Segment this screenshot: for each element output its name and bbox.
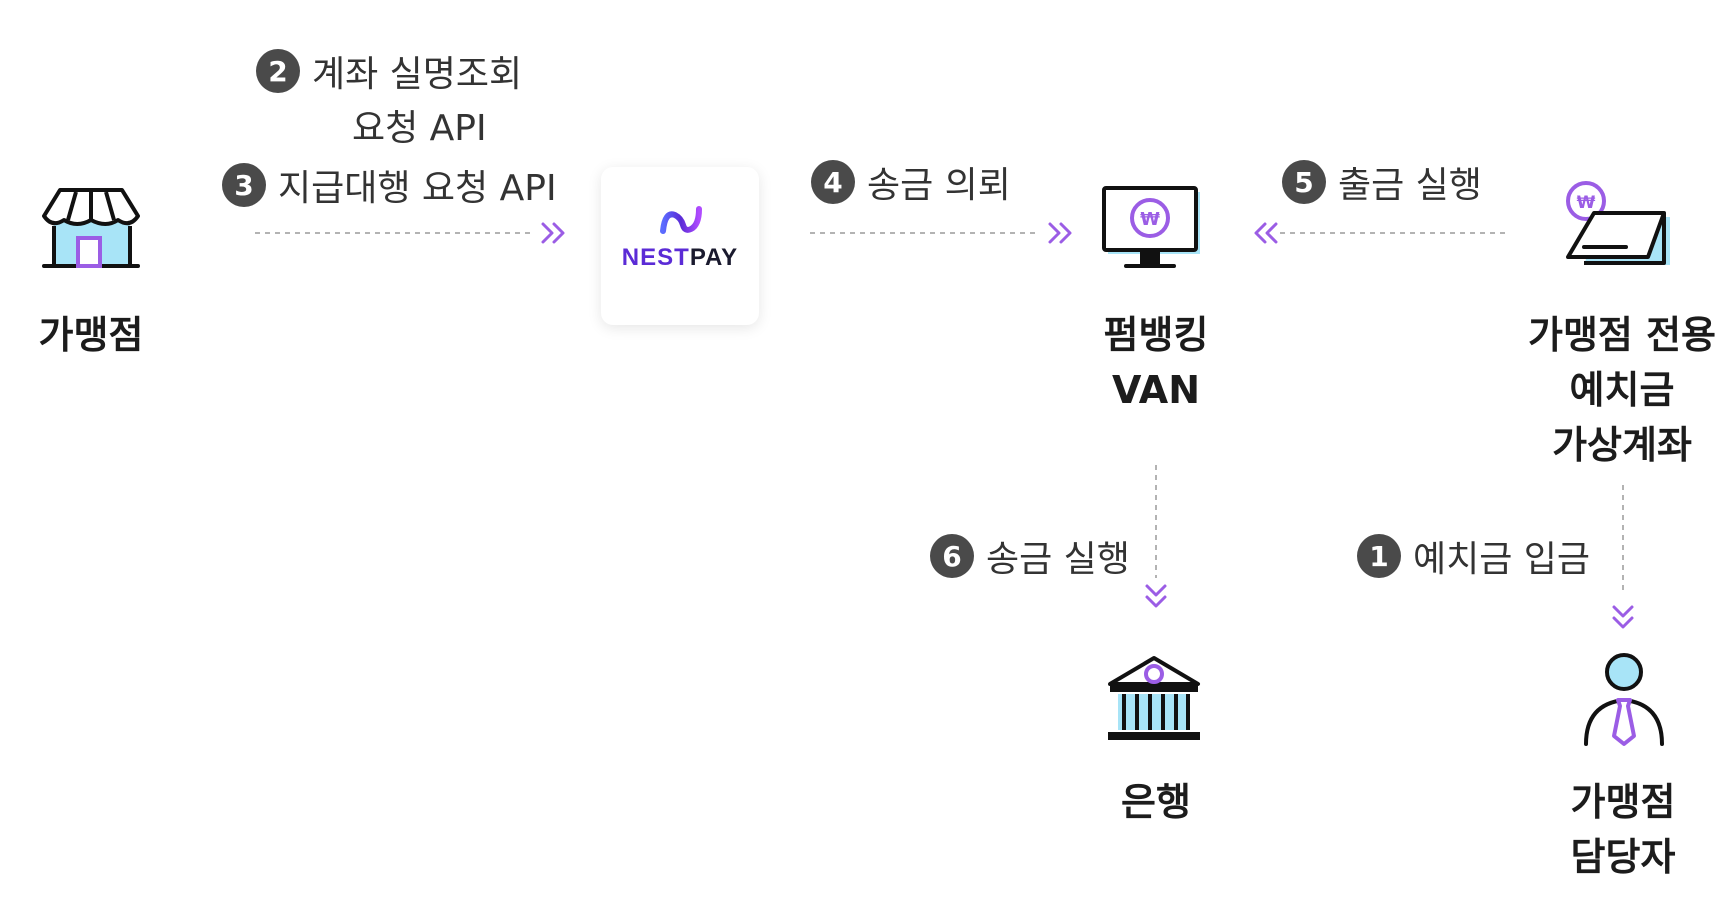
monitor-won-icon: ₩ xyxy=(1102,186,1200,268)
svg-text:₩: ₩ xyxy=(1577,193,1596,213)
bank-building-icon xyxy=(1108,656,1200,740)
nestpay-card: NESTPAY xyxy=(601,167,759,325)
step-number-badge: 1 xyxy=(1357,534,1401,578)
step-5: 5 출금 실행 xyxy=(1282,156,1482,208)
nestpay-logo-icon xyxy=(660,206,702,234)
step-2: 2 계좌 실명조회 xyxy=(256,45,522,97)
nestpay-wordmark: NESTPAY xyxy=(601,244,759,272)
step-text: 지급대행 요청 API xyxy=(278,168,557,209)
van-label: 펌뱅킹 VAN xyxy=(1103,313,1209,412)
step-text: 계좌 실명조회 xyxy=(312,54,523,95)
svg-text:₩: ₩ xyxy=(1140,209,1160,230)
step-text: 송금 의뢰 xyxy=(867,165,1011,206)
arrow-down-icon xyxy=(1145,584,1167,608)
step-text: 송금 실행 xyxy=(986,539,1130,580)
step-3: 3 지급대행 요청 API xyxy=(222,159,557,211)
nestpay-wordmark-left: NEST xyxy=(621,244,690,271)
step-text: 예치금 입금 xyxy=(1413,539,1591,580)
won-card-icon: ₩ xyxy=(1566,181,1670,265)
step-1: 1 예치금 입금 xyxy=(1357,530,1590,582)
arrow-right-icon xyxy=(1048,222,1072,244)
nestpay-wordmark-right: PAY xyxy=(689,244,739,271)
step-6: 6 송금 실행 xyxy=(930,530,1130,582)
step-4: 4 송금 의뢰 xyxy=(811,156,1011,208)
step-2-text-line2: 요청 API xyxy=(352,108,487,149)
arrow-left-icon xyxy=(1254,222,1278,244)
manager-label: 가맹점 담당자 xyxy=(1570,780,1676,879)
step-text: 출금 실행 xyxy=(1338,165,1482,206)
arrow-down-icon xyxy=(1612,605,1634,629)
virtual-account-label: 가맹점 전용 예치금 가상계좌 xyxy=(1527,313,1717,467)
bank-label: 은행 xyxy=(1121,780,1191,824)
step-number-badge: 2 xyxy=(256,49,300,93)
step-number-badge: 5 xyxy=(1282,160,1326,204)
step-number-badge: 6 xyxy=(930,534,974,578)
step-number-badge: 3 xyxy=(222,163,266,207)
person-tie-icon xyxy=(1584,653,1664,746)
step-number-badge: 4 xyxy=(811,160,855,204)
store-label: 가맹점 xyxy=(38,313,144,357)
arrow-right-icon xyxy=(541,222,565,244)
storefront-icon xyxy=(42,188,140,268)
